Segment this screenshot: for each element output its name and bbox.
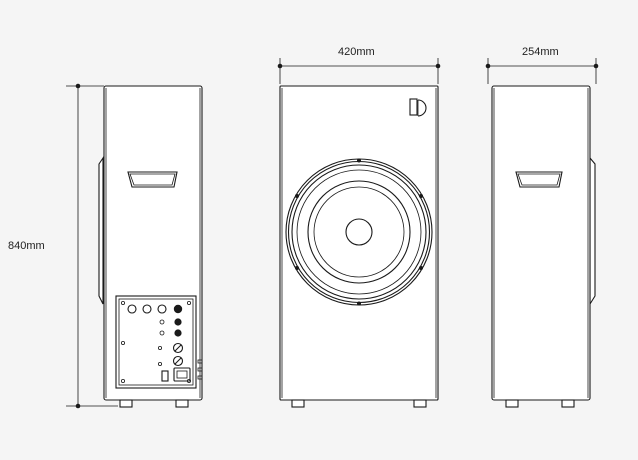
height-dimension-label: 840mm bbox=[8, 240, 45, 252]
width-dimension-line bbox=[277, 58, 441, 84]
height-dimension-line bbox=[66, 83, 118, 409]
depth-dimension-label: 254mm bbox=[522, 46, 559, 58]
width-dimension-label: 420mm bbox=[338, 46, 375, 58]
front-view bbox=[279, 85, 439, 408]
side-view-left bbox=[98, 85, 203, 408]
rear-amplifier-panel bbox=[115, 295, 197, 389]
side-view-right bbox=[491, 85, 596, 408]
brand-mark-icon bbox=[409, 98, 427, 117]
depth-dimension-line bbox=[485, 58, 599, 84]
woofer-driver bbox=[285, 158, 433, 306]
